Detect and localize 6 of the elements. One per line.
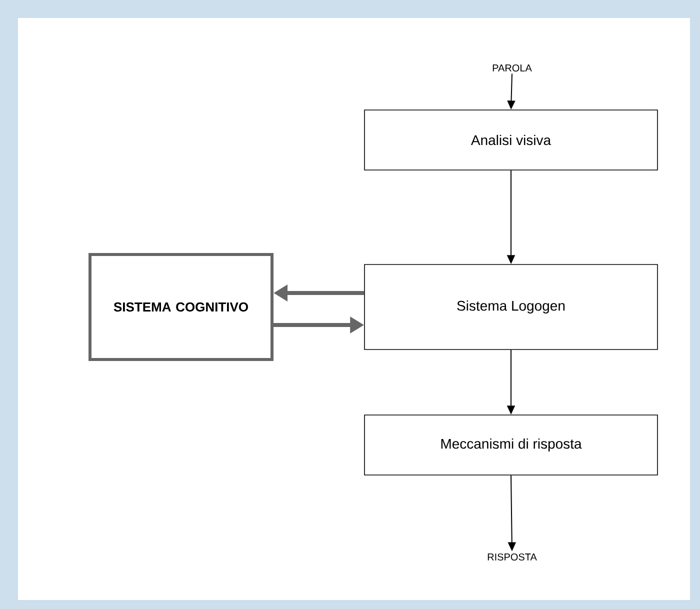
process-box: Meccanismi di risposta bbox=[364, 414, 658, 476]
process-box: Analisi visiva bbox=[364, 110, 658, 170]
label-text: RISPOSTA bbox=[488, 553, 537, 561]
process-box: SISTEMA COGNITIVO bbox=[88, 253, 274, 361]
label-text: PAROLA bbox=[492, 64, 532, 72]
process-box: Sistema Logogen bbox=[364, 264, 658, 350]
